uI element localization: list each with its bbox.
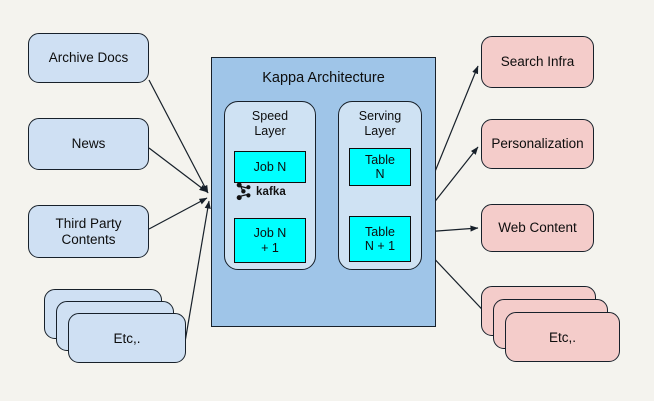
sink-web-content[interactable]: Web Content bbox=[481, 204, 594, 252]
speed-layer-title: Speed Layer bbox=[251, 109, 289, 138]
edge-archive-docs-to-kappa bbox=[148, 79, 209, 194]
speed-layer-job-n-label: Job N bbox=[253, 159, 287, 174]
edge-third-party-to-kappa bbox=[148, 197, 208, 230]
kappa-architecture-container: Kappa Architecture Speed Layer Job N Job… bbox=[211, 57, 436, 327]
speed-layer-job-n-plus-1[interactable]: Job N + 1 bbox=[234, 218, 306, 263]
sink-personalization-label: Personalization bbox=[491, 136, 584, 152]
kafka-logo: kafka bbox=[236, 182, 286, 201]
edge-etc-to-kappa bbox=[183, 200, 211, 349]
source-third-party-contents-label: Third Party Contents bbox=[55, 215, 122, 247]
speed-layer-job-n[interactable]: Job N bbox=[234, 151, 306, 183]
speed-layer-job-n-plus-1-label: Job N + 1 bbox=[253, 226, 287, 255]
source-etc-label: Etc,. bbox=[113, 330, 141, 346]
sink-search-infra[interactable]: Search Infra bbox=[481, 36, 594, 88]
serving-layer-table-n[interactable]: Table N bbox=[349, 148, 411, 186]
sink-etc-label: Etc,. bbox=[548, 329, 576, 345]
kappa-architecture-title: Kappa Architecture bbox=[262, 70, 385, 86]
sink-etc-card-front[interactable]: Etc,. bbox=[505, 312, 620, 362]
source-news[interactable]: News bbox=[28, 118, 149, 170]
serving-layer-table-n-label: Table N bbox=[365, 152, 395, 181]
source-news-label: News bbox=[71, 136, 106, 152]
source-archive-docs[interactable]: Archive Docs bbox=[28, 33, 149, 83]
source-etc-card-front[interactable]: Etc,. bbox=[68, 313, 186, 363]
sink-web-content-label: Web Content bbox=[498, 220, 577, 236]
kafka-glyph-icon bbox=[236, 182, 251, 201]
serving-layer-title: Serving Layer bbox=[358, 109, 402, 138]
serving-layer-table-n-plus-1[interactable]: Table N + 1 bbox=[349, 216, 411, 262]
serving-layer-table-n-plus-1-label: Table N + 1 bbox=[364, 224, 396, 253]
edge-news-to-kappa bbox=[148, 147, 208, 193]
sink-search-infra-label: Search Infra bbox=[500, 54, 575, 70]
source-archive-docs-label: Archive Docs bbox=[48, 50, 129, 66]
kafka-wordmark: kafka bbox=[256, 185, 286, 198]
sink-personalization[interactable]: Personalization bbox=[481, 119, 594, 169]
source-third-party-contents[interactable]: Third Party Contents bbox=[28, 205, 149, 258]
